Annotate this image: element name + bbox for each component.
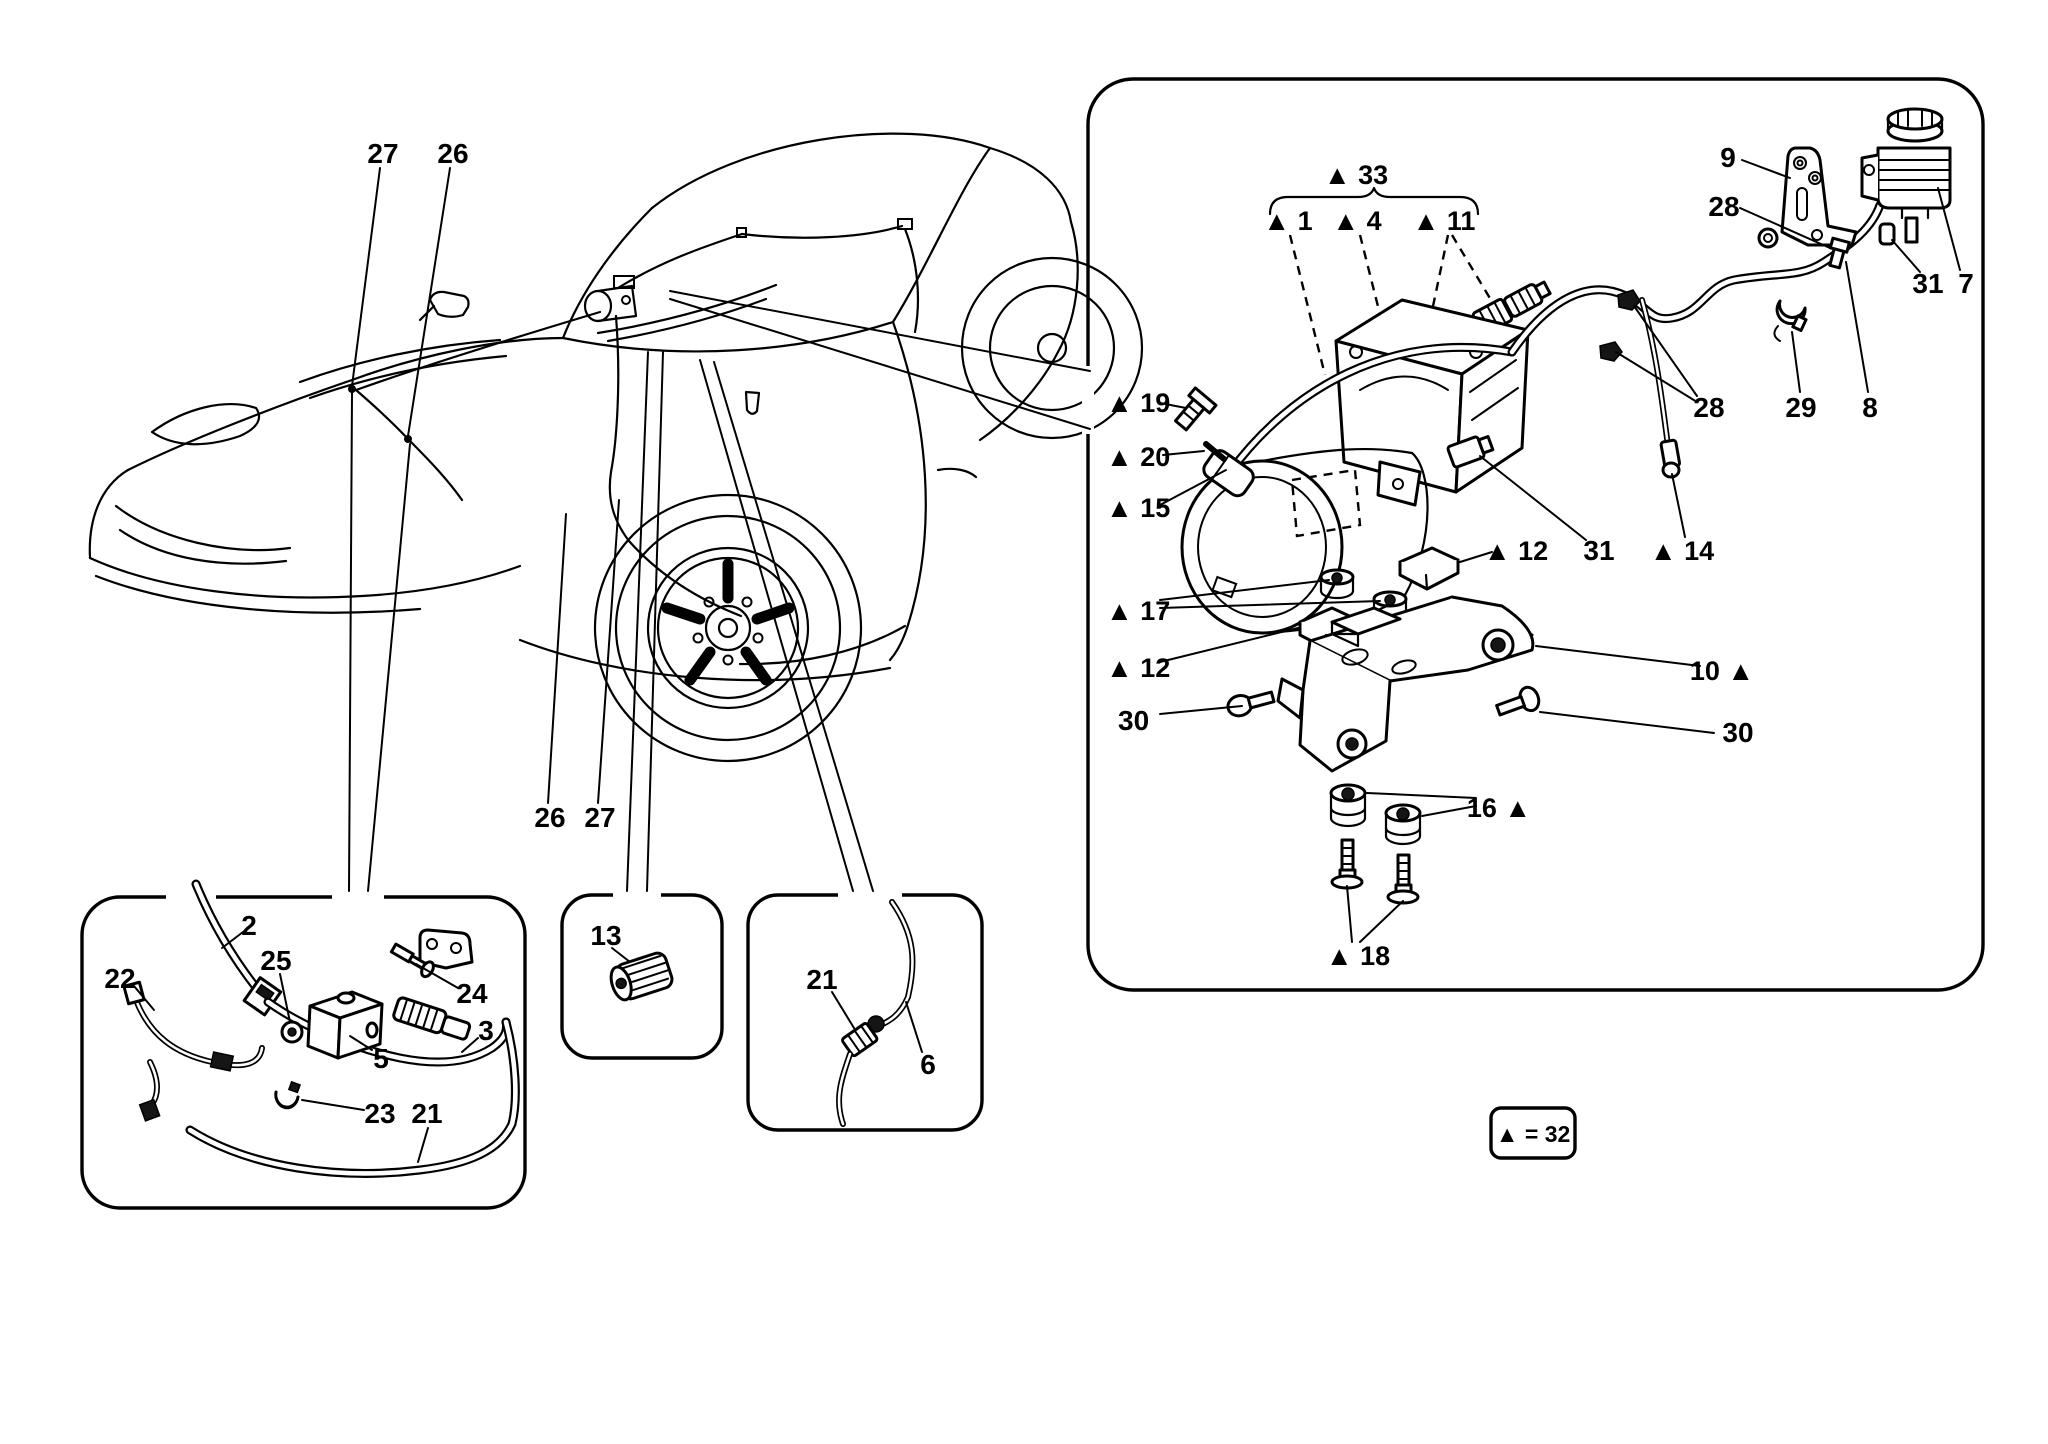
main-assembly-panel-border (1086, 77, 1985, 992)
bracket-24 (389, 928, 474, 979)
callout-2: 2 (241, 910, 257, 941)
leader-lines (348, 167, 1091, 892)
bolt-30-left (1226, 690, 1276, 718)
wiper (596, 283, 778, 335)
callout-25: 25 (260, 945, 291, 976)
callout-23: 23 (364, 1098, 395, 1129)
headlight (150, 403, 261, 446)
callout-27-bottom: 27 (584, 802, 615, 833)
rear-wheel (960, 256, 1144, 440)
fender-shield-badge (744, 390, 761, 415)
callout-7: 7 (1958, 268, 1974, 299)
callout-24: 24 (456, 978, 488, 1009)
callout-30-left: 30 (1118, 705, 1149, 736)
panel-leaders (1159, 159, 1961, 943)
grommets-17 (1319, 568, 1408, 622)
callout-6: 6 (920, 1049, 936, 1080)
callout-28-top: 28 (1708, 191, 1739, 222)
callout-labels: 27 26 26 27 ▲ 33 ▲ 1 ▲ 4 ▲ 11 9 28 31 7 … (104, 138, 1973, 1129)
vehicle-illustration (88, 132, 1144, 763)
bolt-19 (1173, 386, 1218, 432)
front-lines-detail (122, 879, 520, 1178)
hose-clamp-29 (1773, 299, 1808, 342)
bolts-18 (1330, 838, 1420, 905)
callout-14: ▲ 14 (1650, 536, 1714, 566)
solenoid-valve-5 (306, 990, 384, 1060)
inline-damper (392, 996, 472, 1041)
callout-19: ▲ 19 (1106, 388, 1170, 418)
callout-33: ▲ 33 (1324, 160, 1388, 190)
callout-16: 16 ▲ (1467, 793, 1531, 823)
callout-30-right: 30 (1722, 717, 1753, 748)
callout-26-bottom: 26 (534, 802, 565, 833)
callout-27-top: 27 (367, 138, 398, 169)
callout-1: ▲ 1 (1263, 206, 1312, 236)
callout-4: ▲ 4 (1332, 206, 1381, 236)
callout-3: 3 (478, 1015, 494, 1046)
callout-31-mid: 31 (1583, 535, 1614, 566)
callout-9: 9 (1720, 142, 1736, 173)
callout-31-topright: 31 (1912, 268, 1943, 299)
callout-15: ▲ 15 (1106, 493, 1170, 523)
callout-12-upper: ▲ 12 (1484, 536, 1548, 566)
callout-13: 13 (590, 920, 621, 951)
kit-33-brace (1268, 186, 1480, 216)
callout-21-left: 21 (411, 1098, 442, 1129)
clip-23 (274, 1080, 302, 1110)
callout-26-top: 26 (437, 138, 468, 169)
callout-18: ▲ 18 (1326, 941, 1390, 971)
installed-hydraulic-lines (348, 218, 920, 618)
callout-21-mid: 21 (806, 964, 837, 995)
mounting-bracket-10 (1276, 595, 1535, 773)
front-lines-panel-border (80, 895, 527, 1210)
callout-17: ▲ 17 (1106, 596, 1170, 626)
front-panel-leaders (133, 931, 479, 1163)
pad-12-upper (1398, 546, 1460, 591)
main-assembly-exploded-view (1159, 107, 1961, 943)
legend-box (1489, 1106, 1577, 1160)
oil-reservoir (1860, 107, 1952, 246)
pump-assembly (1173, 298, 1530, 635)
bush-31 (1878, 222, 1896, 246)
bolt-30-right (1495, 685, 1541, 717)
callout-28-bottom: 28 (1693, 392, 1724, 423)
callout-29: 29 (1785, 392, 1816, 423)
callout-22: 22 (104, 963, 135, 994)
callout-8: 8 (1862, 392, 1878, 423)
callout-10: 10 ▲ (1690, 656, 1754, 686)
callout-11: ▲ 11 (1413, 206, 1476, 236)
grommets-16 (1329, 783, 1422, 846)
harness-22 (122, 980, 265, 1122)
legend-text: ▲ = 32 (1496, 1121, 1571, 1147)
fitting-28 (1828, 236, 1851, 270)
callout-12-lower: ▲ 12 (1106, 653, 1170, 683)
reservoir-bracket-9 (1757, 146, 1858, 249)
pipe-6-detail (831, 899, 923, 1127)
pin-20 (1203, 441, 1227, 462)
callout-20: ▲ 20 (1106, 442, 1170, 472)
front-wheel (593, 493, 863, 763)
clip-13-detail (609, 947, 674, 1002)
callout-5: 5 (373, 1043, 389, 1074)
